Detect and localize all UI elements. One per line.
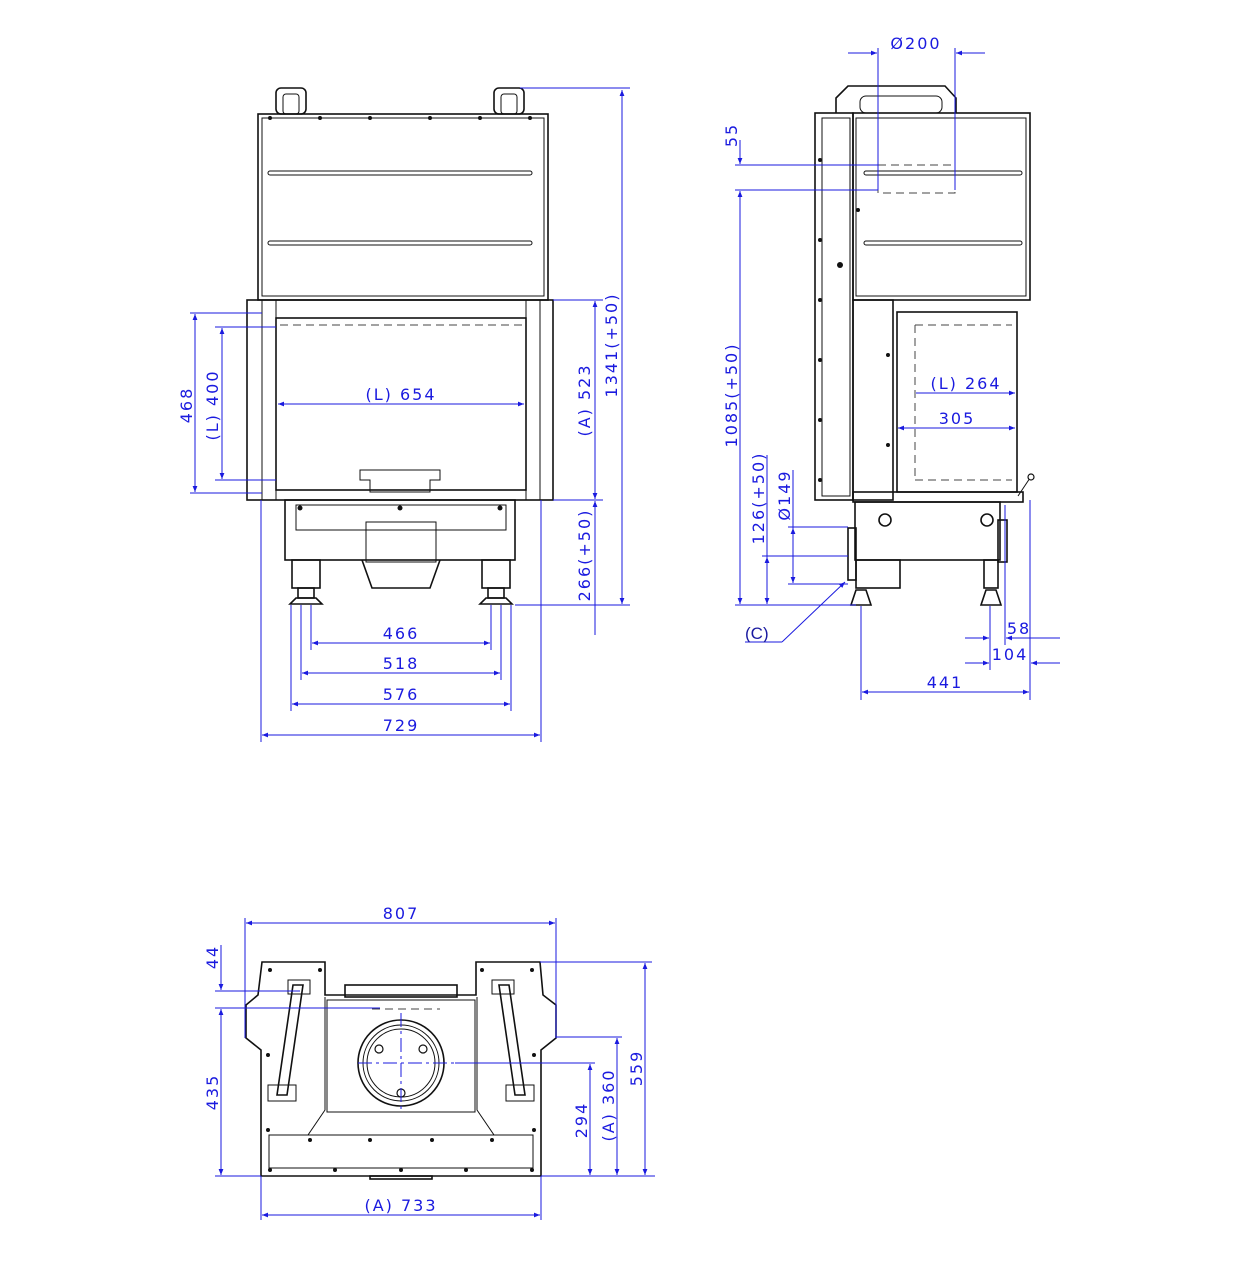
dim-glass-height-a: (A) 523 xyxy=(575,363,594,436)
top-dimensions: 807 44 435 294 (A) 360 559 (A) 733 xyxy=(203,904,655,1220)
side-dimensions: Ø200 55 1085(+50) 126(+50) Ø149 (C) 58 1… xyxy=(722,34,1060,700)
dim-glass-width-l: (L) 654 xyxy=(365,385,436,404)
dim-body-width: (A) 733 xyxy=(364,1196,437,1215)
label-air-inlet-c: (C) xyxy=(745,624,769,643)
dim-overall-width: 729 xyxy=(383,716,420,735)
dim-air-inlet-diameter: Ø149 xyxy=(775,469,794,520)
dim-overall-height: 1341(+50) xyxy=(602,293,621,398)
dim-feet-518: 518 xyxy=(383,654,420,673)
dim-360: (A) 360 xyxy=(599,1068,618,1141)
front-base xyxy=(284,499,516,561)
front-convection-housing xyxy=(257,113,549,301)
dim-104: 104 xyxy=(992,645,1029,664)
dim-air-inlet-height: 126(+50) xyxy=(749,452,768,545)
dim-flue-offset: 55 xyxy=(722,123,741,147)
dim-glass-depth-l: (L) 264 xyxy=(930,374,1001,393)
side-body xyxy=(814,112,854,501)
top-hinge-left xyxy=(267,979,311,1102)
dim-feet-576: 576 xyxy=(383,685,420,704)
front-dimensions: 1341(+50) (A) 523 266(+50) 468 (L) 400 (… xyxy=(177,87,630,742)
dim-flue-diameter: Ø200 xyxy=(890,34,941,53)
dim-435: 435 xyxy=(203,1074,222,1111)
dim-top-overall-width: 807 xyxy=(383,904,420,923)
top-view xyxy=(245,961,557,1180)
dim-base-height: 266(+50) xyxy=(575,509,594,602)
dim-top-overall-depth: 559 xyxy=(627,1050,646,1087)
dim-58: 58 xyxy=(1007,619,1031,638)
top-outline xyxy=(245,961,557,1177)
front-handle-left xyxy=(275,87,307,115)
side-convection-housing xyxy=(852,112,1031,301)
dim-44: 44 xyxy=(203,945,222,969)
dim-frame-height: 468 xyxy=(177,387,196,424)
side-flue-collar xyxy=(835,85,957,113)
front-view xyxy=(246,87,554,605)
dim-glass-height-l: (L) 400 xyxy=(203,369,222,440)
dim-feet-466: 466 xyxy=(383,624,420,643)
dim-overall-depth: 441 xyxy=(927,673,964,692)
dim-glass-depth: 305 xyxy=(939,409,976,428)
side-base xyxy=(854,501,1001,561)
side-view xyxy=(814,85,1035,606)
front-handle-right xyxy=(493,87,525,115)
dim-flue-height: 1085(+50) xyxy=(722,343,741,448)
top-hinge-right xyxy=(491,979,535,1102)
front-glass xyxy=(275,317,527,491)
dim-294: 294 xyxy=(572,1102,591,1139)
